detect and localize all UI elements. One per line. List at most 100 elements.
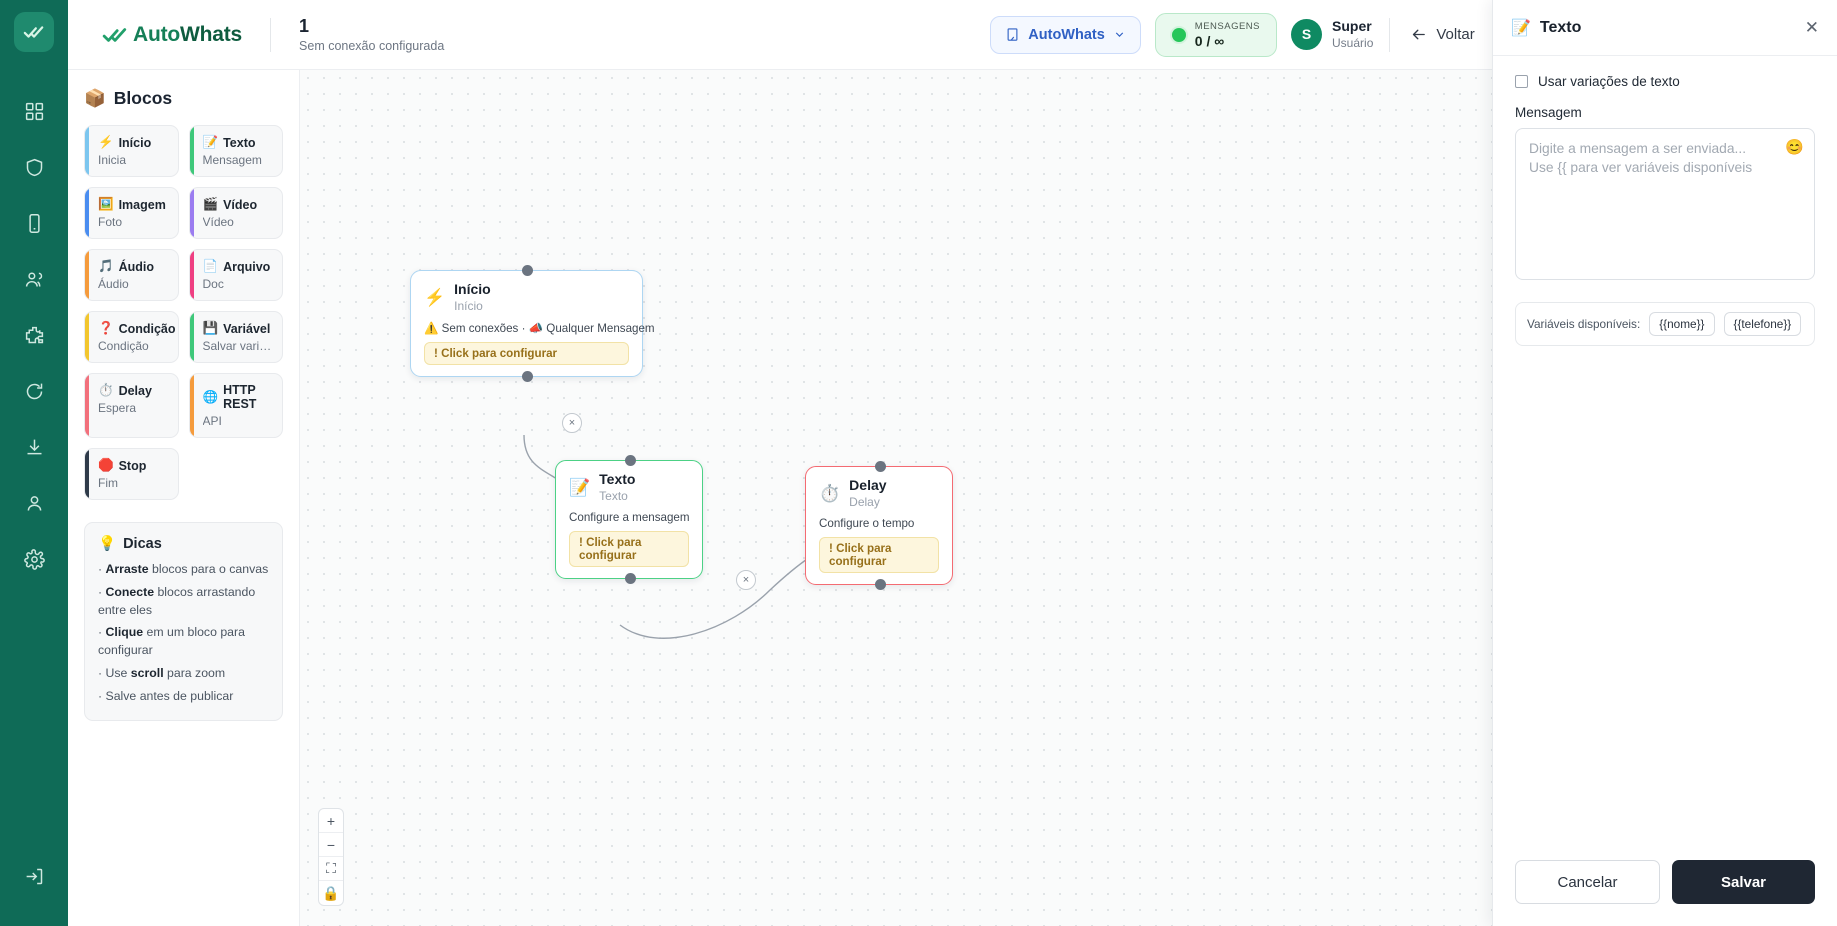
node-meta: Configure a mensagem: [569, 511, 690, 525]
sidebar-item-devices[interactable]: [0, 196, 68, 251]
block-card-head: 📝 Texto: [203, 135, 275, 150]
tips-card: 💡 Dicas · Arraste blocos para o canvas· …: [84, 522, 283, 721]
node-title: Início: [454, 281, 491, 297]
zoom-in-button[interactable]: +: [319, 809, 343, 833]
sidebar-item-profile[interactable]: [0, 476, 68, 531]
puzzle-icon: [25, 326, 43, 344]
variable-chip-telefone[interactable]: {{telefone}}: [1723, 312, 1802, 336]
sidebar-item-security[interactable]: [0, 140, 68, 195]
node-port-top[interactable]: [875, 461, 886, 472]
flow-node-inicio[interactable]: ⚡ Início Início ⚠️ Sem conexões · 📣 Qual…: [410, 265, 655, 383]
save-button[interactable]: Salvar: [1672, 860, 1815, 904]
message-placeholder-line2: Use {{ para ver variáveis disponíveis: [1529, 159, 1753, 175]
user-name: Super: [1332, 17, 1372, 34]
block-card-sub: Doc: [202, 277, 224, 291]
tip-line: · Salve antes de publicar: [98, 688, 234, 703]
building-icon: [1007, 28, 1018, 41]
avatar: S: [1291, 18, 1323, 50]
node-port-bottom[interactable]: [625, 573, 636, 585]
block-card-head: 📄Arquivo: [203, 259, 275, 274]
user-role: Usuário: [1332, 36, 1374, 51]
panel-title: 📝 Texto: [1511, 18, 1581, 38]
emoji-picker-button[interactable]: 😊: [1785, 139, 1804, 156]
shield-icon: [26, 158, 42, 177]
node-properties-panel: 📝 Texto ✕ Usar variações de texto Mensag…: [1492, 0, 1837, 926]
block-card-name: Condição: [118, 321, 176, 336]
connection-select[interactable]: AutoWhats: [990, 15, 1141, 54]
sidebar-item-settings[interactable]: [0, 532, 68, 587]
panel-title-label: Texto: [1539, 18, 1582, 36]
sidebar-item-contacts[interactable]: [0, 252, 68, 307]
node-configure-cta[interactable]: ! Click para configurar: [819, 537, 939, 574]
zoom-controls: +−⛶ 🔒: [318, 808, 344, 906]
node-port-bottom[interactable]: [875, 579, 886, 591]
flow-node-texto[interactable]: 📝 Texto Texto Configure a mensagem ! Cli…: [555, 455, 703, 585]
sidebar-item-downloads[interactable]: [0, 420, 68, 475]
lightbulb-icon: 💡: [98, 536, 117, 552]
logout-icon: [26, 868, 42, 885]
message-input-wrapper[interactable]: Digite a mensagem a ser enviada... Use {…: [1515, 128, 1815, 280]
block-card-name: Texto: [223, 135, 256, 150]
lock-canvas-button[interactable]: 🔒: [322, 884, 340, 901]
block-card-name: Vídeo: [223, 197, 258, 212]
node-meta: ⚠️ Sem conexões · 📣 Qualquer Mensagem: [424, 322, 655, 336]
edge-remove-button[interactable]: ×: [562, 413, 582, 433]
sidebar-item-sync[interactable]: [0, 364, 68, 419]
tip-line: · Conecte blocos arrastando entre eles: [98, 584, 256, 617]
block-card-sub: Espera: [98, 401, 137, 415]
clapper-icon: 🎬: [202, 197, 219, 211]
flow-node-delay[interactable]: ⏱️ Delay Delay Configure o tempo ! Click…: [805, 461, 953, 591]
back-button[interactable]: Voltar: [1406, 26, 1478, 43]
block-card-name: Delay: [118, 383, 152, 398]
node-type: Delay: [849, 495, 880, 510]
messages-quota[interactable]: MENSAGENS 0 / ∞: [1154, 12, 1278, 57]
sidebar-item-dashboard[interactable]: [0, 84, 68, 139]
block-card-sub: Inicia: [98, 153, 127, 167]
cancel-button[interactable]: Cancelar: [1515, 860, 1660, 904]
variations-checkbox[interactable]: [1515, 75, 1528, 88]
memo-icon: 📝: [569, 477, 591, 497]
header-divider-2: [1389, 17, 1391, 52]
brand-logo: AutoWhats: [102, 22, 242, 48]
variable-chip-nome[interactable]: {{nome}}: [1649, 312, 1715, 336]
users-icon: [25, 272, 42, 287]
node-port-top[interactable]: [625, 455, 636, 466]
messages-label: MENSAGENS: [1194, 20, 1261, 32]
zoom-out-button[interactable]: −: [319, 833, 343, 857]
mobile-icon: [28, 214, 40, 233]
flow-title: 1: [299, 15, 310, 36]
logout-button[interactable]: [0, 849, 68, 904]
message-field-label: Mensagem: [1515, 105, 1582, 120]
panel-header: 📝 Texto ✕: [1493, 0, 1837, 56]
block-card-name: Áudio: [118, 259, 154, 274]
app-logo-tile[interactable]: [14, 12, 54, 52]
node-configure-cta[interactable]: ! Click para configurar: [424, 342, 629, 366]
node-port-top[interactable]: [522, 265, 533, 276]
node-header: ⚡ Início Início: [424, 281, 629, 313]
node-port-bottom[interactable]: [522, 371, 533, 383]
node-title: Texto: [599, 471, 636, 487]
sidebar-item-integrations[interactable]: [0, 308, 68, 363]
variations-checkbox-row[interactable]: Usar variações de texto: [1515, 74, 1815, 89]
fit-view-button[interactable]: ⛶: [319, 857, 343, 881]
node-configure-cta[interactable]: ! Click para configurar: [569, 531, 689, 568]
close-icon[interactable]: ✕: [1804, 18, 1819, 37]
memo-icon: 📝: [202, 135, 219, 149]
user-block[interactable]: S Super Usuário: [1291, 17, 1374, 51]
variations-checkbox-label: Usar variações de texto: [1538, 74, 1680, 89]
package-icon: 📦: [84, 88, 106, 108]
file-icon: 📄: [202, 259, 219, 273]
edge-remove-button[interactable]: ×: [736, 570, 756, 590]
